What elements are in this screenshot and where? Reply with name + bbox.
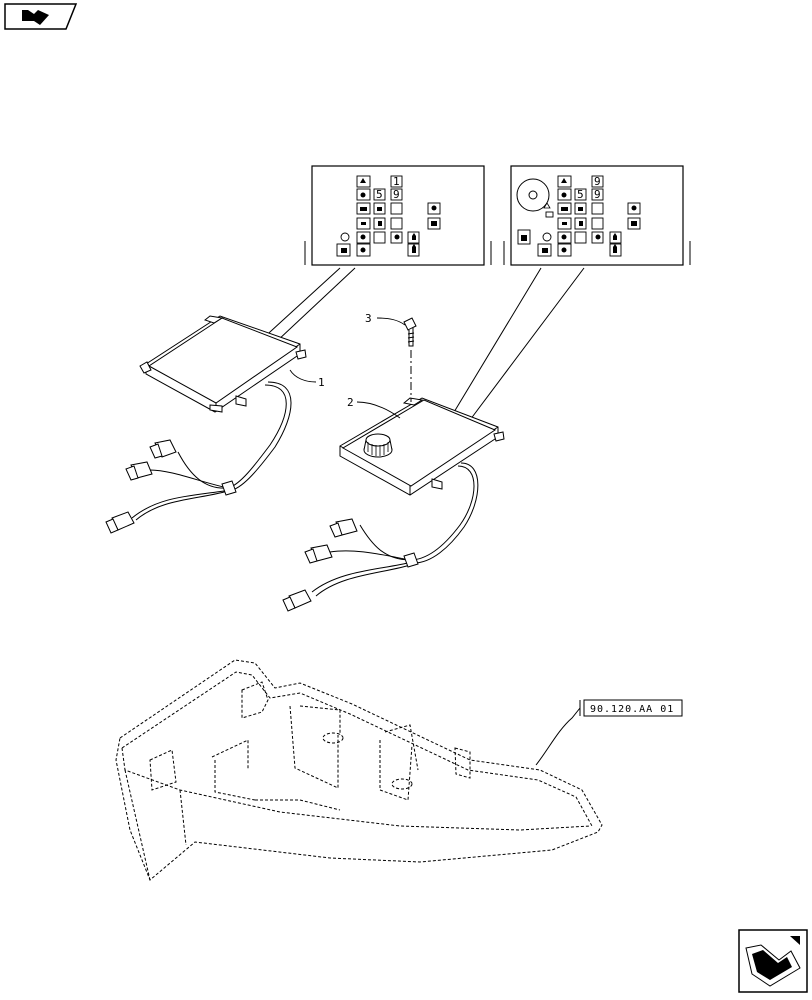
left-panel-label-box: 1 5 9 (304, 165, 492, 266)
reference-callout[interactable]: 90.120.AA 01 (535, 699, 683, 766)
right-panel-label-box: 9 5 9 (503, 165, 691, 266)
callout-2: 2 (347, 396, 401, 419)
left-panel-symbol-9: 9 (393, 188, 400, 201)
wiring-harness-2 (311, 462, 479, 597)
wiring-harness-1 (131, 381, 292, 521)
console-housing (115, 659, 603, 881)
left-panel-symbol-1: 1 (393, 175, 400, 188)
callout-1-number: 1 (318, 376, 325, 389)
harness-2-connectors (282, 518, 358, 612)
callout-3: 3 (365, 312, 406, 326)
rotary-knob (363, 433, 393, 458)
callout-3-number: 3 (365, 312, 372, 325)
mounting-screw (403, 317, 417, 402)
right-panel-symbol-9b: 9 (594, 188, 601, 201)
left-panel-symbol-5: 5 (376, 188, 383, 201)
right-panel-symbol-5: 5 (577, 188, 584, 201)
control-module-1 (139, 315, 307, 413)
callout-1: 1 (289, 369, 325, 389)
reference-code: 90.120.AA 01 (590, 704, 674, 715)
right-panel-symbol-9a: 9 (594, 175, 601, 188)
harness-1-connectors (105, 439, 177, 534)
next-page-arrow-icon[interactable] (738, 929, 808, 993)
previous-page-arrow-icon[interactable] (4, 3, 78, 30)
callout-2-number: 2 (347, 396, 354, 409)
